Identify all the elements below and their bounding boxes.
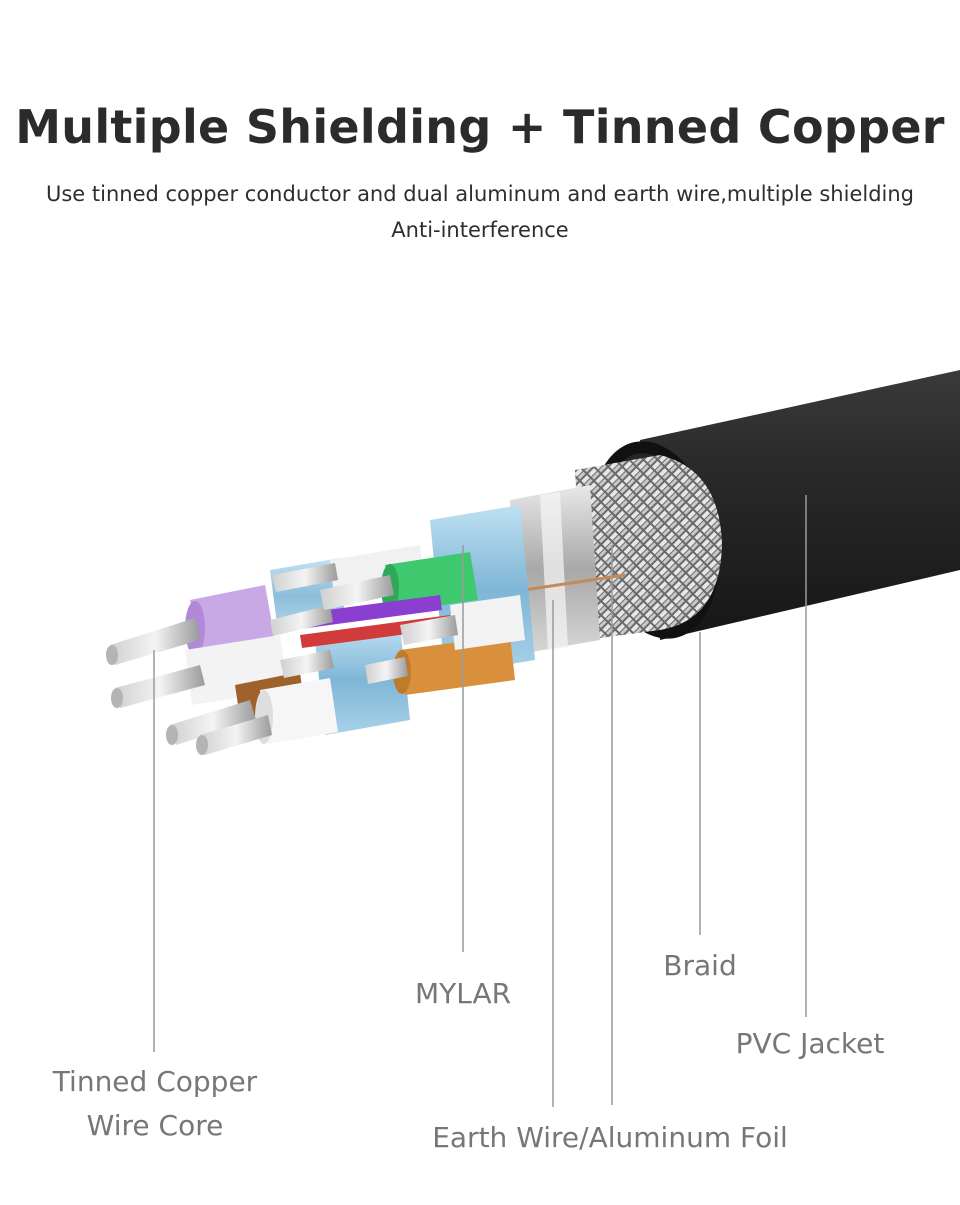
page-subtitle: Use tinned copper conductor and dual alu…: [0, 176, 960, 248]
label-pvc-jacket: PVC Jacket: [735, 1027, 885, 1060]
label-mylar: MYLAR: [414, 977, 512, 1010]
page-title: Multiple Shielding + Tinned Copper: [15, 100, 945, 154]
aluminum-foil: [510, 485, 600, 655]
label-tinned-copper-wire-core: Tinned Copper Wire Core: [35, 1060, 275, 1148]
label-core-line-1: Tinned Copper: [52, 1065, 258, 1098]
tinned-copper-strands: [106, 563, 458, 755]
label-earth-wire-aluminum-foil: Earth Wire/Aluminum Foil: [432, 1121, 788, 1154]
leader-lines: [153, 495, 807, 1107]
label-core-line-2: Wire Core: [86, 1109, 224, 1142]
label-braid: Braid: [663, 949, 737, 982]
subtitle-line-1: Use tinned copper conductor and dual alu…: [45, 182, 914, 206]
subtitle-line-2: Anti-interference: [391, 218, 569, 242]
